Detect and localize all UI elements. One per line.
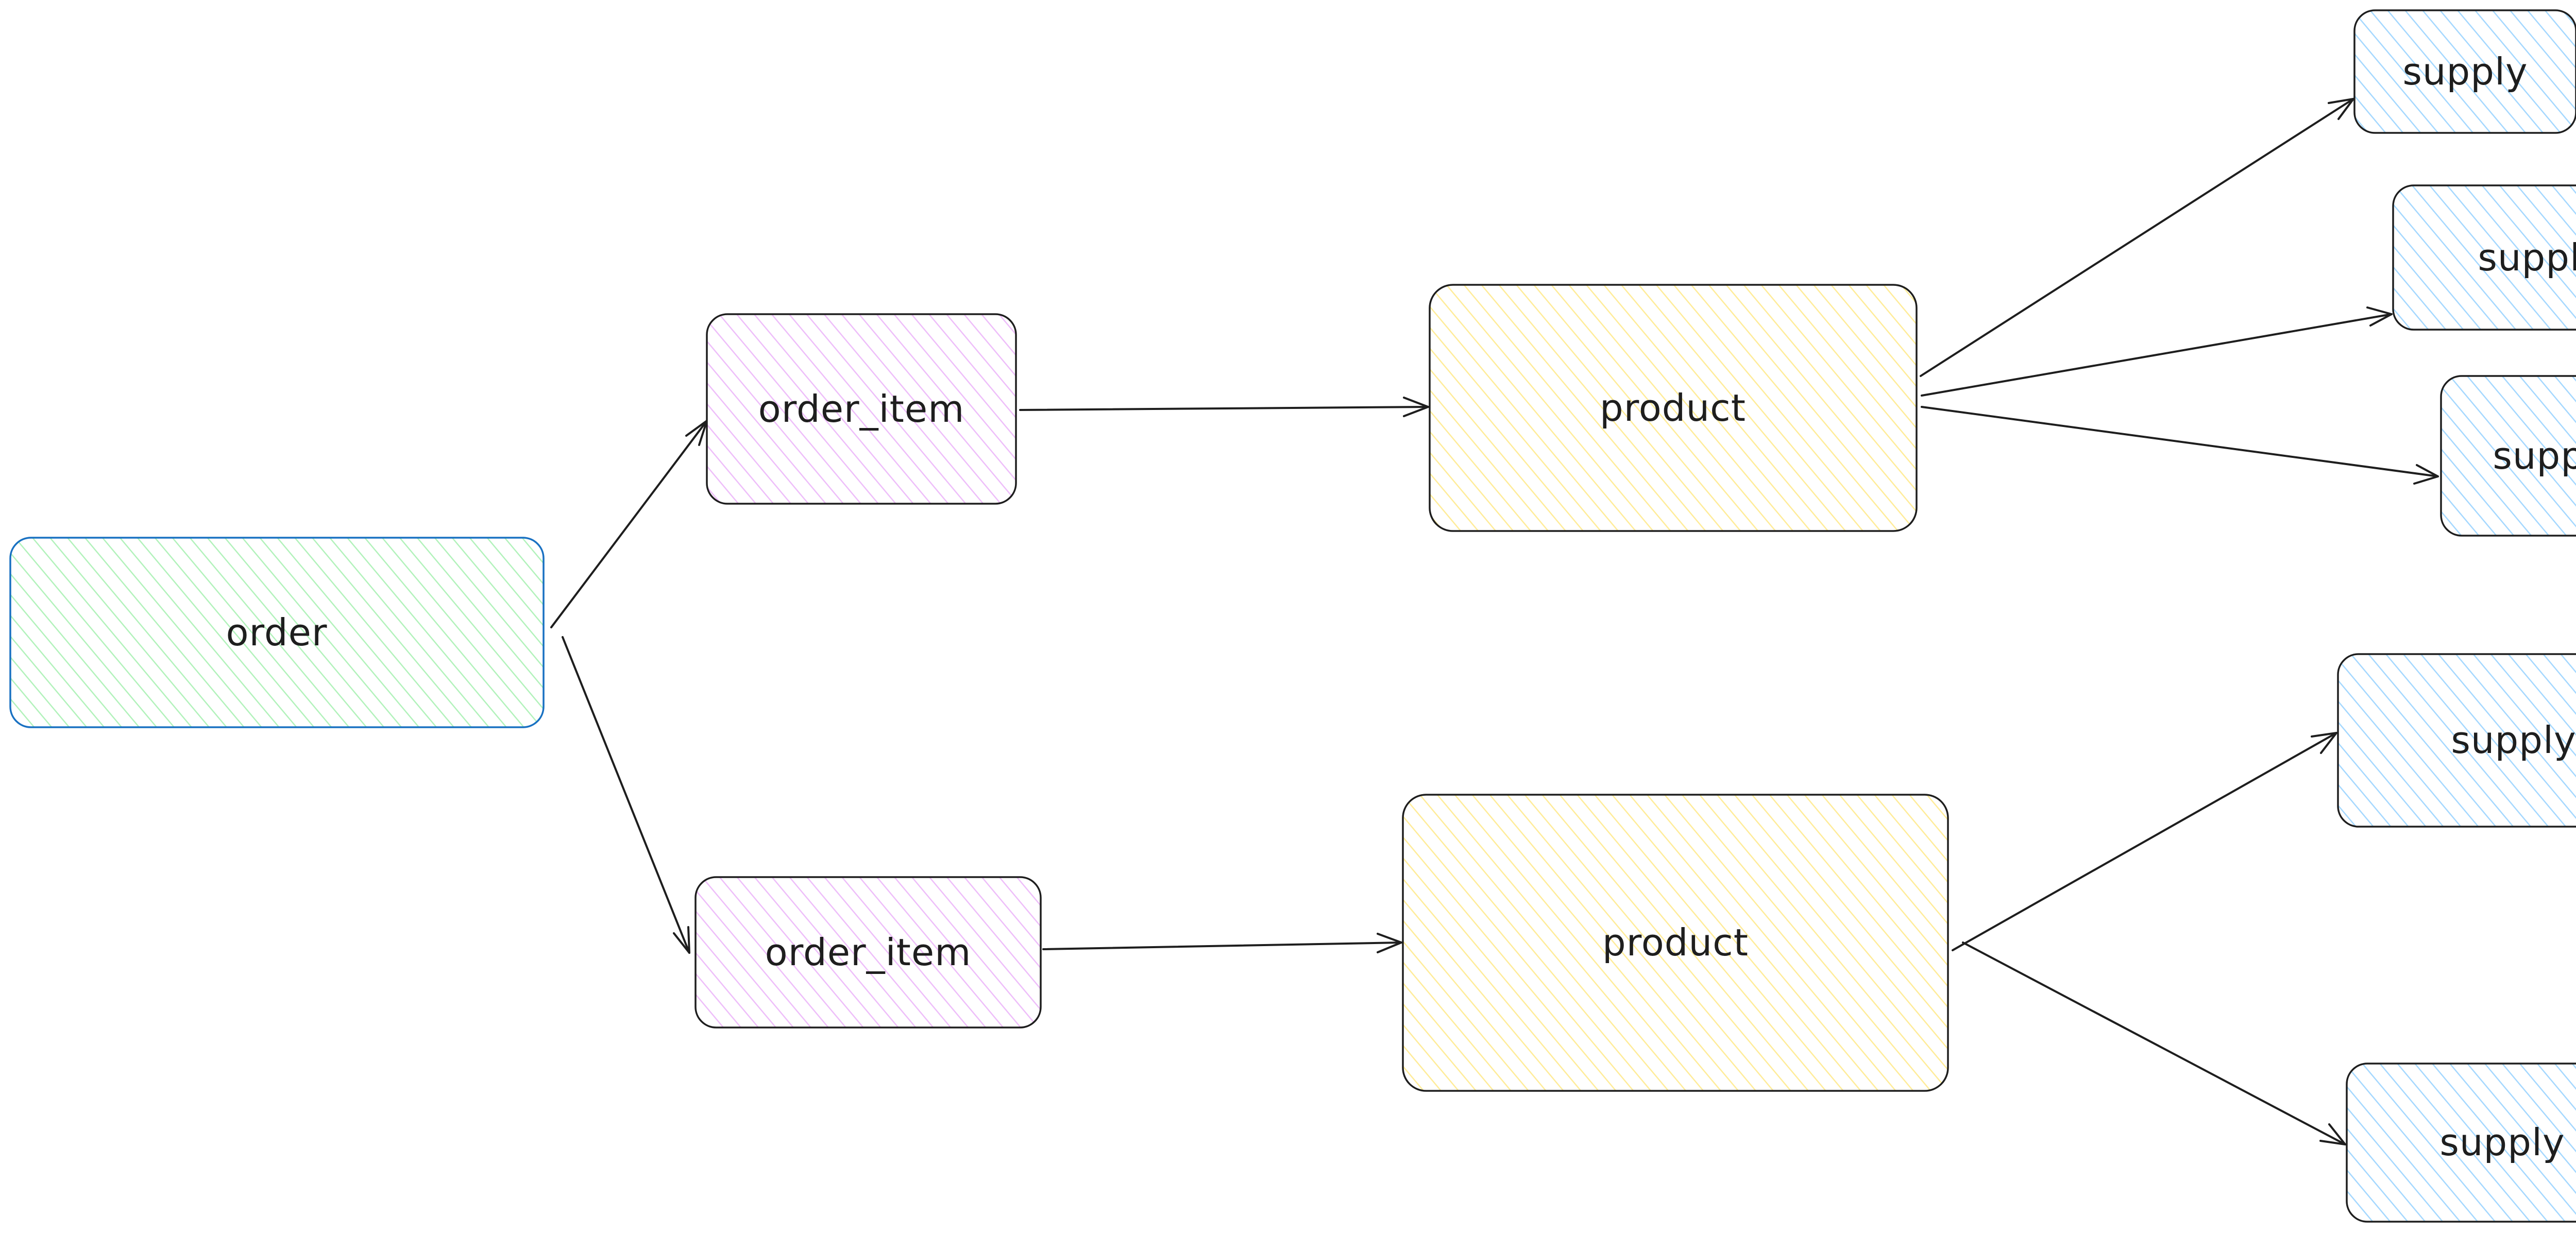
node-order-item-2[interactable]: order_item: [694, 876, 1042, 1029]
arrowhead-icon: [2366, 306, 2393, 327]
arrowhead-icon: [1403, 397, 1429, 417]
edge-product-1-to-supply-2: [1921, 306, 2393, 397]
arrowhead-icon: [673, 926, 690, 954]
edge-product-1-to-supply-3: [1921, 406, 2439, 485]
node-supply-4[interactable]: supply: [2337, 653, 2576, 828]
edge-order-item-1-to-product-1: [1019, 397, 1429, 417]
node-label: supply: [2439, 1121, 2565, 1164]
edge-order-item-2-to-product-2: [1042, 933, 1402, 953]
node-label: supply: [2451, 718, 2576, 762]
edge-order-to-order-item-1: [550, 420, 708, 628]
edge-layer: [550, 98, 2439, 1145]
node-label: supply: [2478, 236, 2576, 279]
edge-product-2-to-supply-4: [1952, 732, 2337, 951]
edge-product-2-to-supply-5: [1962, 941, 2346, 1145]
node-supply-5[interactable]: supply: [2346, 1063, 2576, 1223]
node-label: product: [1600, 386, 1746, 430]
node-label: order_item: [758, 387, 965, 431]
node-label: order: [226, 611, 328, 654]
node-product-2[interactable]: product: [1402, 794, 1949, 1092]
arrowhead-icon: [1377, 933, 1402, 953]
node-label: supply: [2493, 434, 2576, 477]
edge-order-to-order-item-2: [562, 636, 690, 954]
node-label: order_item: [765, 931, 972, 974]
node-layer: order order_item order_item product prod…: [9, 9, 2576, 1223]
node-label: supply: [2402, 50, 2528, 93]
node-order[interactable]: order: [9, 537, 545, 728]
edge-product-1-to-supply-1: [1920, 98, 2354, 377]
node-label: product: [1602, 921, 1749, 964]
node-product-1[interactable]: product: [1429, 284, 1918, 532]
arrowhead-icon: [2311, 732, 2337, 754]
node-supply-2[interactable]: supply: [2392, 184, 2576, 331]
node-order-item-1[interactable]: order_item: [706, 313, 1017, 505]
node-supply-3[interactable]: supply: [2440, 375, 2576, 537]
arrowhead-icon: [2413, 464, 2439, 485]
node-supply-1[interactable]: supply: [2353, 9, 2576, 134]
arrowhead-icon: [2328, 98, 2354, 120]
arrowhead-icon: [2319, 1123, 2346, 1145]
